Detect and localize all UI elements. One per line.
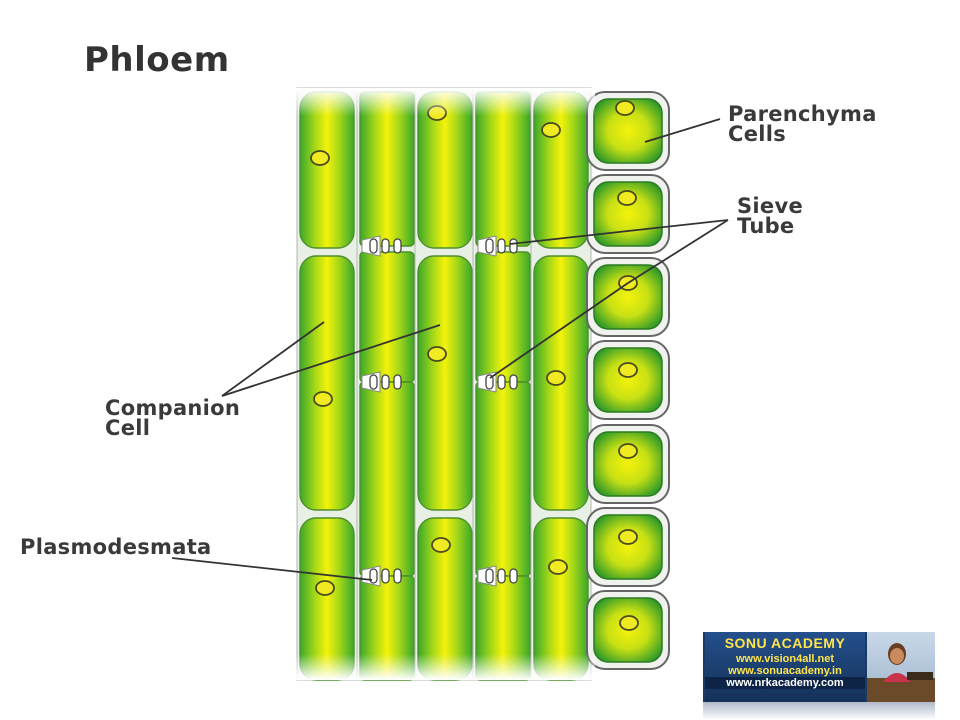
parenchyma-cells (586, 91, 670, 670)
plasmodesma-pore (497, 374, 506, 390)
parenchyma-cell-4 (593, 347, 663, 413)
plasmodesmata-leader (171, 557, 373, 581)
plasmodesma-pore (381, 374, 390, 390)
nucleus-4 (313, 391, 333, 407)
nucleus-3 (541, 122, 561, 138)
plasmodesma-pore (509, 568, 518, 584)
sieve-leader-2 (627, 219, 729, 284)
plasmodesma-pore (393, 568, 402, 584)
presenter-icon (867, 643, 935, 702)
sieve-leader-3 (489, 282, 629, 379)
sieve-cell-2-2 (359, 251, 415, 383)
nucleus-13 (618, 362, 638, 378)
plasmodesmata-label: Plasmodesmata (20, 535, 212, 559)
nucleus-6 (546, 370, 566, 386)
plasmodesma-pore (369, 568, 378, 584)
nucleus-9 (548, 559, 568, 575)
companion-leader-1 (221, 321, 325, 397)
parenchyma-cell-1 (593, 98, 663, 164)
nuclei-group (310, 100, 639, 631)
parenchyma-leader (644, 118, 721, 143)
plasmodesma-pore (485, 568, 494, 584)
banner-url-sonuacademy: www.sonuacademy.in (728, 665, 842, 677)
nucleus-14 (618, 443, 638, 459)
plasmodesma-pore (485, 374, 494, 390)
plasmodesma-pore (497, 238, 506, 254)
banner-title: SONU ACADEMY (724, 635, 846, 651)
sieve-leader-1 (509, 219, 729, 245)
sieve-cell-4-3 (475, 381, 531, 577)
sieve-tube-label: Sieve Tube (737, 194, 803, 238)
nucleus-15 (618, 529, 638, 545)
nucleus-8 (431, 537, 451, 553)
page-title: Phloem (84, 40, 230, 80)
nucleus-5 (427, 346, 447, 362)
plasmodesma-pore (369, 238, 378, 254)
cell-columns (296, 87, 592, 681)
plasmodesma-pore (381, 238, 390, 254)
banner-url-nrkacademy: www.nrkacademy.com (705, 677, 865, 689)
nucleus-11 (617, 190, 637, 206)
companion-leader-2 (221, 324, 441, 397)
plasmodesma-pore (393, 374, 402, 390)
parenchyma-cell-3 (593, 264, 663, 330)
nucleus-7 (315, 580, 335, 596)
plasmodesma-pore (509, 374, 518, 390)
top-fade (295, 88, 595, 116)
leader-lines (171, 118, 729, 581)
plasmodesma-pore (369, 374, 378, 390)
parenchyma-cells-label: Parenchyma Cells (728, 102, 877, 146)
parenchyma-cell-6 (593, 514, 663, 580)
banner-reflection (703, 702, 935, 720)
sieve-cell-4-2 (475, 251, 531, 383)
nucleus-16 (619, 615, 639, 631)
plasmodesma-pore (485, 238, 494, 254)
sonu-academy-banner[interactable]: SONU ACADEMY www.vision4all.net www.sonu… (703, 632, 935, 702)
plasmodesma-pore (509, 238, 518, 254)
plasmodesma-pore (497, 568, 506, 584)
plasmodesma-pore (381, 568, 390, 584)
nucleus-1 (310, 150, 330, 166)
banner-url-vision4all: www.vision4all.net (735, 653, 834, 665)
plasmodesmata-group (361, 235, 518, 587)
companion-cell-1-2 (299, 255, 355, 511)
parenchyma-cell-5 (593, 431, 663, 497)
companion-cell-3-2 (417, 255, 473, 511)
nucleus-10 (615, 100, 635, 116)
companion-cell-label: Companion Cell (105, 396, 241, 440)
presenter-photo (867, 632, 935, 702)
banner-text-panel: SONU ACADEMY www.vision4all.net www.sonu… (705, 632, 865, 702)
sieve-cell-2-3 (359, 381, 415, 577)
bottom-fade (295, 654, 595, 680)
plasmodesma-pore (393, 238, 402, 254)
